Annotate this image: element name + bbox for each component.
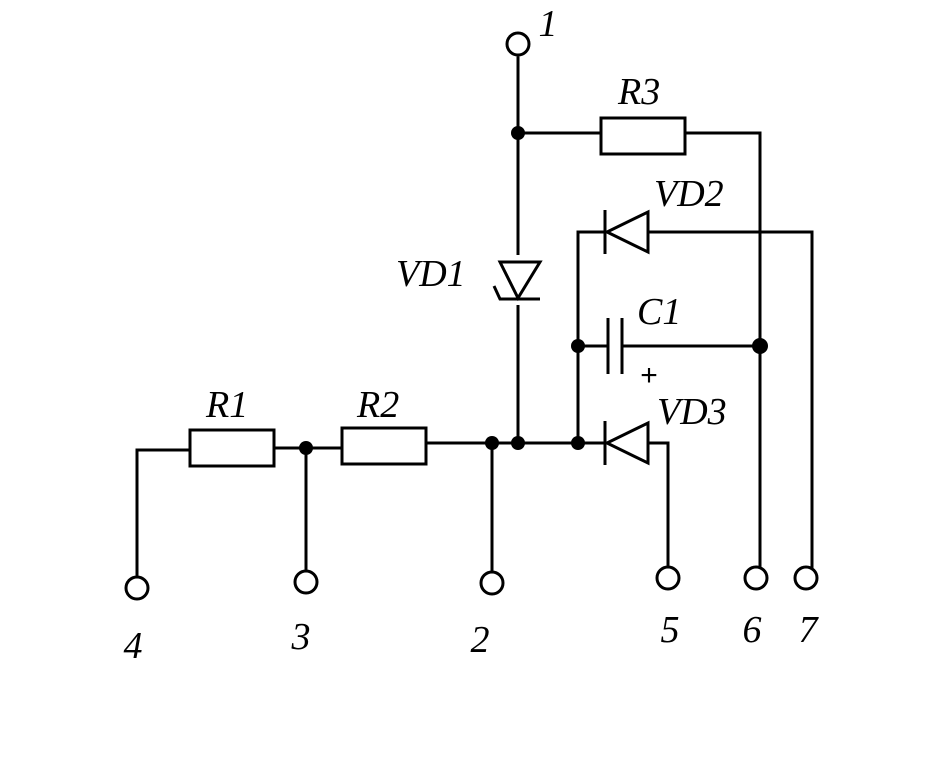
label-vd3: VD3 xyxy=(657,391,727,433)
terminal-label-6: 6 xyxy=(743,609,762,651)
terminal-label-3: 3 xyxy=(291,616,311,658)
terminal-2 xyxy=(479,570,505,596)
terminal-label-4: 4 xyxy=(124,625,143,667)
terminal-label-7: 7 xyxy=(799,609,820,651)
diode-vd2 xyxy=(603,209,650,255)
terminal-label-1: 1 xyxy=(539,3,558,45)
terminal-5 xyxy=(655,565,681,591)
terminal-6 xyxy=(743,565,769,591)
label-c1: C1 xyxy=(637,291,681,333)
terminal-7 xyxy=(793,565,819,591)
capacitor-c1 xyxy=(606,318,624,374)
terminal-label-2: 2 xyxy=(471,619,490,661)
label-vd1: VD1 xyxy=(396,253,466,295)
terminal-label-5: 5 xyxy=(661,609,680,651)
terminal-4 xyxy=(124,575,150,601)
label-r2: R2 xyxy=(356,384,399,426)
label-r3: R3 xyxy=(617,71,660,113)
zener-diode-vd1 xyxy=(492,255,543,305)
junctions xyxy=(299,126,768,455)
wires xyxy=(135,56,814,579)
resistor-r1 xyxy=(188,428,276,468)
terminal-1 xyxy=(505,31,531,57)
label-r1: R1 xyxy=(205,384,248,426)
resistor-r3 xyxy=(599,116,687,156)
resistor-r2 xyxy=(340,426,428,466)
c1-polarity-mark: + xyxy=(640,359,658,392)
label-vd2: VD2 xyxy=(654,173,724,215)
diode-vd3 xyxy=(603,420,650,466)
terminal-3 xyxy=(293,569,319,595)
